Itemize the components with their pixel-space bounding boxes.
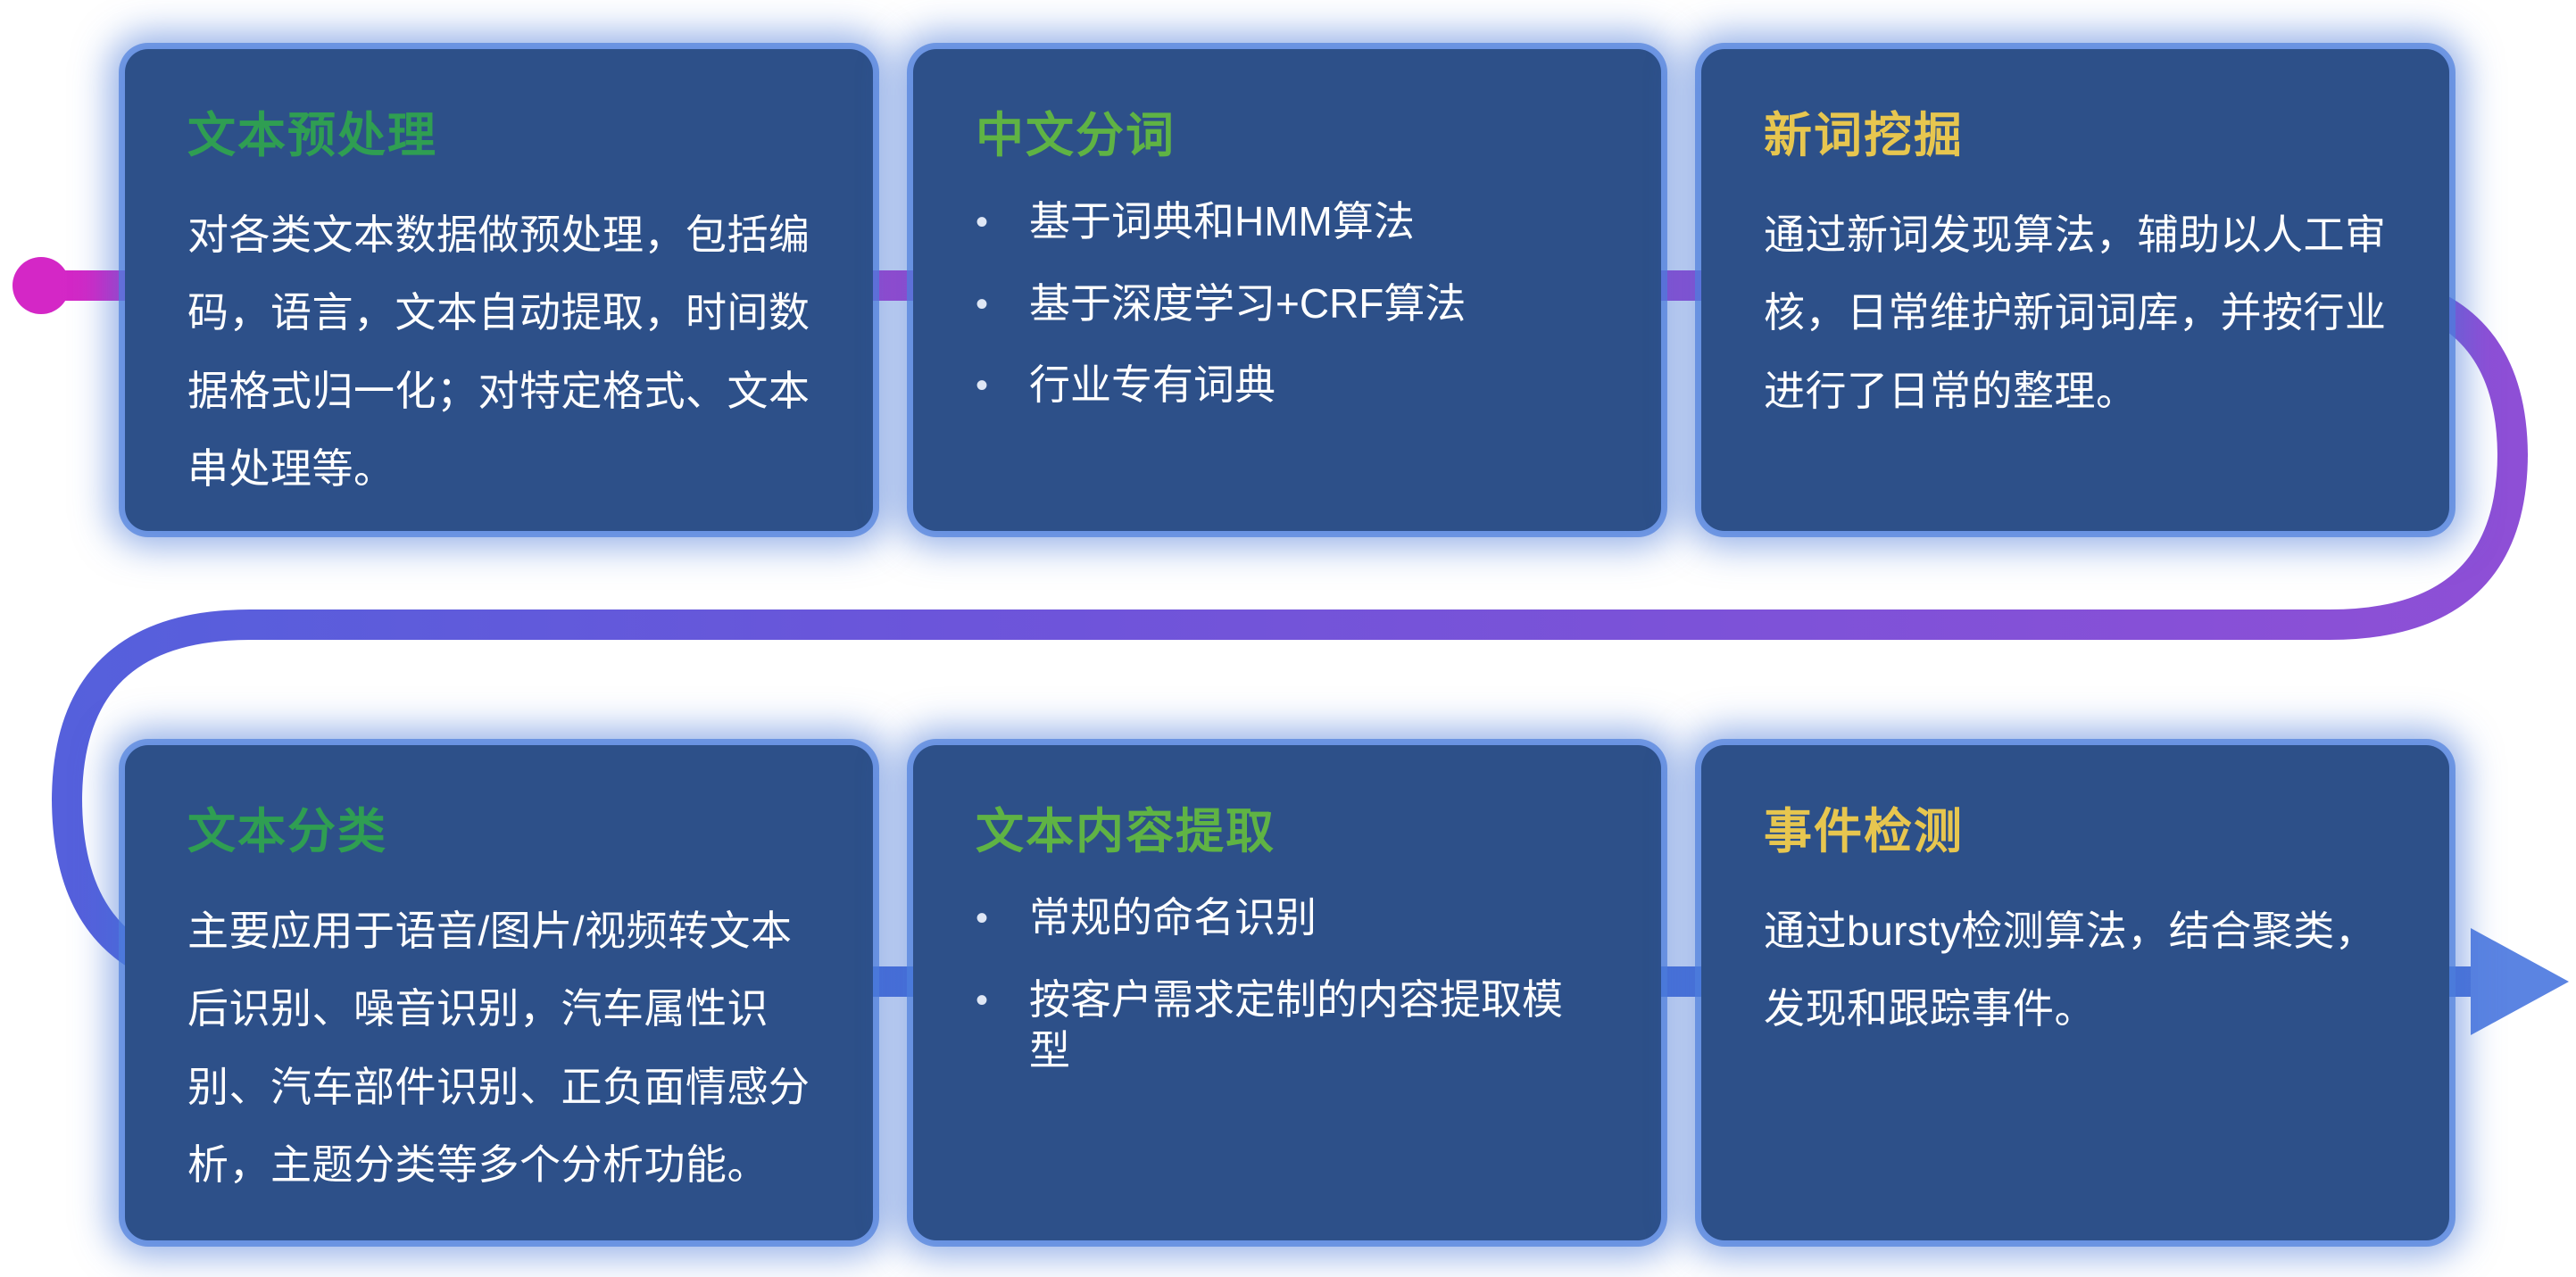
bullet-text: 基于词典和HMM算法: [1029, 198, 1415, 245]
card-text-preprocessing: 文本预处理 对各类文本数据做预处理，包括编码，语言，文本自动提取，时间数据格式归…: [125, 49, 873, 531]
flow-path-middle-return: [52, 452, 2528, 802]
card-title: 文本预处理: [187, 109, 437, 162]
card-body: 主要应用于语音/图片/视频转文本后识别、噪音识别，汽车属性识别、汽车部件识别、正…: [187, 908, 810, 1189]
bullet-icon: •: [976, 284, 989, 324]
list-item: • 常规的命名识别: [976, 892, 1599, 944]
card-chinese-segmentation: 中文分词 • 基于词典和HMM算法 • 基于深度学习+CRF算法 • 行业专有词…: [913, 49, 1661, 531]
flow-arrowhead-icon: [2471, 928, 2569, 1035]
card-title: 事件检测: [1764, 805, 1964, 858]
card-title: 文本分类: [187, 805, 387, 858]
bullet-icon: •: [976, 203, 989, 242]
list-item: • 按客户需求定制的内容提取模型: [976, 974, 1599, 1077]
bullet-icon: •: [976, 980, 989, 1020]
card-body: 通过bursty检测算法，结合聚类，发现和跟踪事件。: [1764, 908, 2377, 1032]
bullet-text: 常规的命名识别: [1029, 894, 1317, 941]
bullet-list: • 常规的命名识别 • 按客户需求定制的内容提取模型: [976, 892, 1599, 1077]
card-title: 文本内容提取: [976, 805, 1276, 858]
card-event-detection: 事件检测 通过bursty检测算法，结合聚类，发现和跟踪事件。: [1701, 745, 2449, 1240]
card-title: 新词挖掘: [1764, 109, 1964, 162]
bullet-icon: •: [976, 366, 989, 405]
bullet-list: • 基于词典和HMM算法 • 基于深度学习+CRF算法 • 行业专有词典: [976, 196, 1599, 411]
list-item: • 基于词典和HMM算法: [976, 196, 1599, 248]
bullet-text: 基于深度学习+CRF算法: [1029, 279, 1467, 327]
bullet-text: 行业专有词典: [1029, 361, 1276, 408]
card-body: 通过新词发现算法，辅助以人工审核，日常维护新词词库，并按行业进行了日常的整理。: [1764, 211, 2387, 414]
bullet-text: 按客户需求定制的内容提取模型: [1029, 975, 1563, 1074]
card-content-extraction: 文本内容提取 • 常规的命名识别 • 按客户需求定制的内容提取模型: [913, 745, 1661, 1240]
card-text-classification: 文本分类 主要应用于语音/图片/视频转文本后识别、噪音识别，汽车属性识别、汽车部…: [125, 745, 873, 1240]
card-new-word-mining: 新词挖掘 通过新词发现算法，辅助以人工审核，日常维护新词词库，并按行业进行了日常…: [1701, 49, 2449, 531]
list-item: • 基于深度学习+CRF算法: [976, 278, 1599, 330]
card-body: 对各类文本数据做预处理，包括编码，语言，文本自动提取，时间数据格式归一化；对特定…: [187, 211, 810, 493]
card-title: 中文分词: [976, 109, 1176, 162]
bullet-icon: •: [976, 899, 989, 938]
list-item: • 行业专有词典: [976, 360, 1599, 411]
